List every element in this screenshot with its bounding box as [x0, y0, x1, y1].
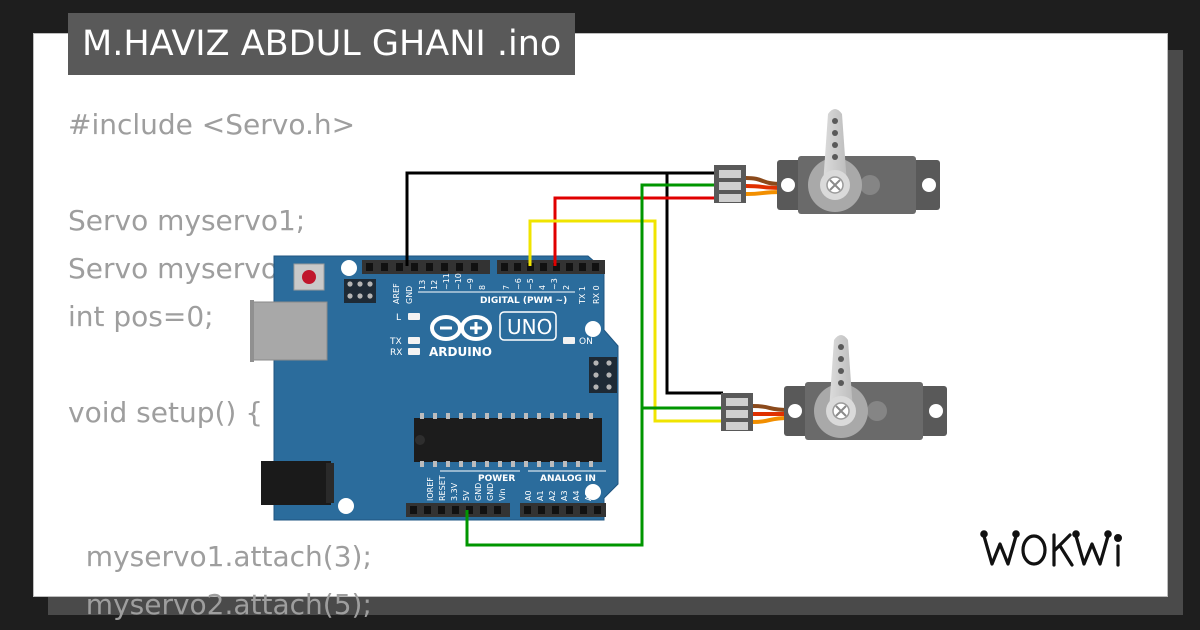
pin-label: 3.3V — [450, 482, 459, 501]
pin-label: ~9 — [466, 278, 475, 290]
code-line: Servo myservo1; — [68, 204, 306, 237]
pin-label: RX 0 — [592, 285, 601, 304]
pin-label: 13 — [418, 280, 427, 290]
pin-label: ~10 — [454, 273, 463, 290]
pin-label: A4 — [572, 490, 581, 501]
wokwi-logo — [976, 522, 1154, 574]
code-line: myservo2.attach(5); — [68, 588, 372, 621]
pin-label: ~6 — [514, 278, 523, 290]
arduino-uno-icon: AREF GND 13 12 ~11 ~10 ~9 8 7 ~6 ~5 4 ~3… — [250, 255, 619, 521]
rx-led-label: RX — [390, 348, 402, 358]
analog-label: ANALOG IN — [540, 474, 596, 484]
pin-label: 8 — [478, 285, 487, 290]
servo-icon — [714, 109, 940, 214]
project-title: M.HAVIZ ABDUL GHANI .ino — [82, 24, 562, 64]
pin-label: TX 1 — [578, 286, 587, 305]
pin-label: A2 — [548, 490, 557, 501]
wires — [405, 171, 723, 547]
pin-label: 5V — [462, 490, 471, 501]
pin-label: 4 — [538, 285, 547, 290]
pin-label: GND — [486, 483, 495, 501]
servo-icon — [721, 335, 947, 440]
wire-pin3 — [553, 196, 716, 266]
pin-label: ~5 — [526, 278, 535, 290]
pin-label: A3 — [560, 490, 569, 501]
pin-label: GND — [405, 286, 414, 304]
project-title-box: M.HAVIZ ABDUL GHANI .ino — [68, 13, 576, 75]
pin-label: 12 — [430, 280, 439, 290]
tx-led-label: TX — [389, 337, 402, 347]
digital-label: DIGITAL (PWM ~) — [480, 296, 567, 306]
pin-label: A1 — [536, 490, 545, 501]
pin-label: Vin — [498, 488, 507, 501]
pin-label: 7 — [502, 285, 511, 290]
board-brand-label: ARDUINO — [429, 345, 492, 359]
pin-label: IOREF — [426, 477, 435, 501]
wire-pin5 — [528, 219, 723, 423]
pin-label: 2 — [562, 285, 571, 290]
pin-label: A0 — [524, 490, 533, 501]
pin-label: ~3 — [550, 278, 559, 290]
power-label: POWER — [478, 474, 515, 484]
on-led-label: ON — [579, 337, 593, 347]
pin-label: AREF — [392, 283, 401, 304]
pin-label: ~11 — [442, 273, 451, 290]
code-line: void setup() { — [68, 396, 264, 429]
pin-label: A5 — [584, 490, 593, 501]
code-line: #include <Servo.h> — [68, 108, 356, 141]
wire-vcc — [465, 183, 716, 547]
code-line: int pos=0; — [68, 300, 214, 333]
pin-label: RESET — [438, 475, 447, 501]
board-model-label: UNO — [507, 315, 552, 339]
code-line: myservo1.attach(3); — [68, 540, 372, 573]
l-led-label: L — [396, 313, 401, 323]
pin-label: GND — [474, 483, 483, 501]
